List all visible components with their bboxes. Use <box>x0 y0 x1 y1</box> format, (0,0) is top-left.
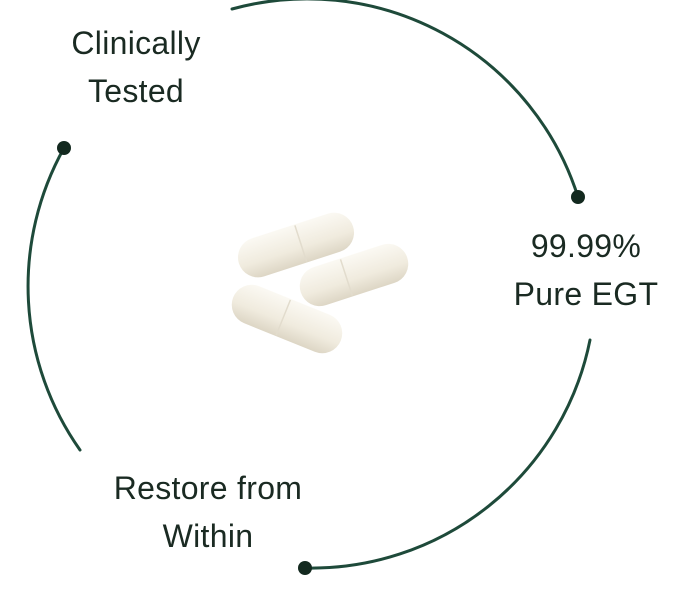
capsules-icon <box>231 212 409 354</box>
dot-left <box>57 141 71 155</box>
arc-left <box>26 146 82 452</box>
feature-line: 99.99% <box>530 228 642 264</box>
feature-line: Within <box>162 518 254 554</box>
feature-line: Restore from <box>113 470 303 506</box>
feature-line: Pure EGT <box>513 276 659 312</box>
feature-line: Clinically <box>71 25 201 61</box>
arc-bottom-right <box>303 338 592 570</box>
feature-pure-egt: 99.99% Pure EGT <box>486 222 686 318</box>
feature-line: Tested <box>87 73 185 109</box>
arc-top-right <box>230 0 580 199</box>
dot-right <box>571 190 585 204</box>
feature-clinically-tested: Clinically Tested <box>36 19 236 115</box>
dot-bottom <box>298 561 312 575</box>
feature-restore-from-within: Restore from Within <box>78 464 338 560</box>
